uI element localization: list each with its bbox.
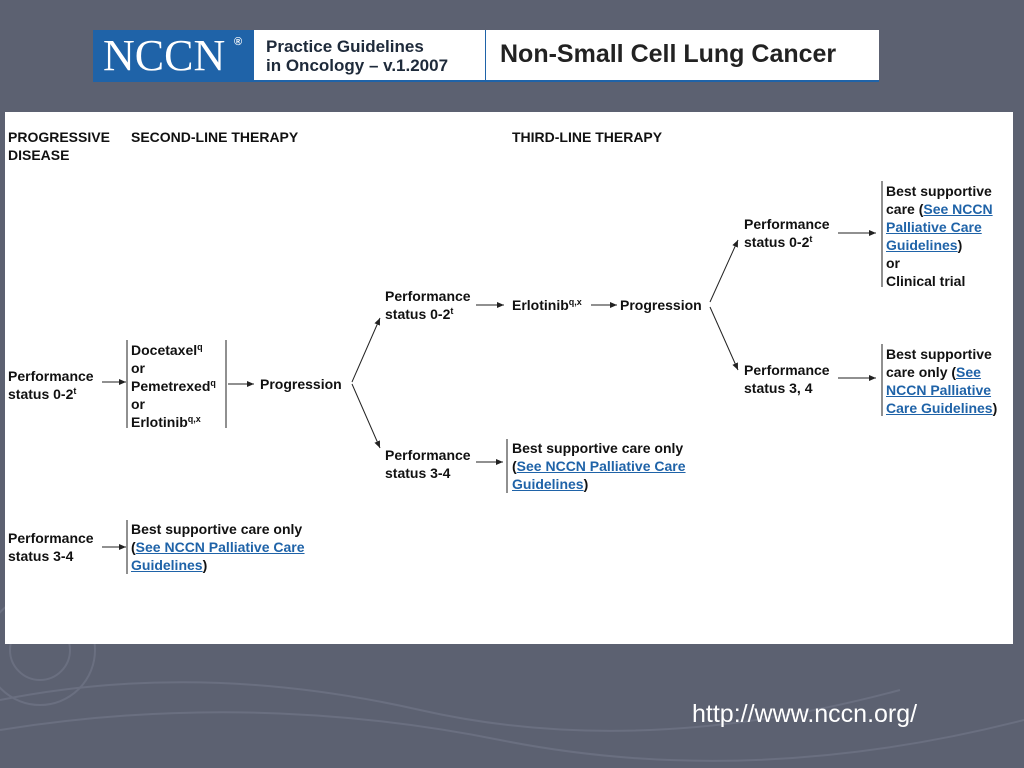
third-erlotinib: Erlotinibq,x — [512, 297, 582, 313]
fourth-ps02-label-a: Performance — [744, 216, 830, 232]
bsc-mid-line2: (See NCCN Palliative Care — [512, 458, 686, 474]
header-progressive: PROGRESSIVE — [8, 129, 110, 145]
header-third-line: THIRD-LINE THERAPY — [512, 129, 663, 145]
drug-pemetrexed: Pemetrexedq — [131, 378, 216, 394]
source-url[interactable]: http://www.nccn.org/ — [692, 700, 918, 728]
logo-text: NCCN — [103, 31, 226, 80]
practice-guidelines-box: Practice Guidelines in Oncology – v.1.20… — [253, 30, 486, 82]
arrow-fork2-up — [709, 239, 739, 303]
bsc-mid-link-b[interactable]: Guidelines — [512, 476, 584, 492]
bsc-right-line2: care only (See — [886, 364, 981, 380]
bsc-bottom-line3: Guidelines) — [131, 557, 208, 573]
bsc-top-link-a[interactable]: See NCCN — [923, 201, 993, 217]
bsc-bottom-link-b[interactable]: Guidelines — [131, 557, 203, 573]
nccn-logo: NCCN ® — [93, 30, 253, 82]
bsc-top-link-c[interactable]: Guidelines — [886, 237, 958, 253]
drug-docetaxel: Docetaxelq — [131, 342, 203, 358]
bsc-right-link-c[interactable]: Care Guidelines — [886, 400, 993, 416]
practice-guidelines-line1: Practice Guidelines — [266, 37, 424, 56]
bsc-right-line1: Best supportive — [886, 346, 992, 362]
arrow-fork-down — [351, 383, 381, 449]
drug-or-1: or — [131, 360, 145, 376]
banner-underline — [93, 80, 879, 82]
bsc-bottom-line1: Best supportive care only — [131, 521, 303, 537]
fourth-ps02-label-b: status 0-2t — [744, 234, 813, 250]
third-ps02-label-b: status 0-2t — [385, 306, 454, 322]
drug-or-2: or — [131, 396, 145, 412]
bsc-bottom-link-a[interactable]: See NCCN Palliative Care — [135, 539, 305, 555]
bottom-ps34-label-b: status 3-4 — [8, 548, 74, 564]
third-ps34-label-b: status 3-4 — [385, 465, 451, 481]
bottom-ps34-label-a: Performance — [8, 530, 94, 546]
arrow-fork2-down — [709, 306, 739, 371]
progression-2: Progression — [620, 297, 702, 313]
flowchart-panel: PROGRESSIVE DISEASE SECOND-LINE THERAPY … — [5, 112, 1013, 644]
third-ps02-label-a: Performance — [385, 288, 471, 304]
bsc-mid-line1: Best supportive care only — [512, 440, 684, 456]
registered-mark: ® — [234, 36, 243, 48]
third-ps34-label-a: Performance — [385, 447, 471, 463]
header-banner: NCCN ® Practice Guidelines in Oncology –… — [93, 30, 879, 82]
fourth-ps34-label-a: Performance — [744, 362, 830, 378]
bsc-mid-line3: Guidelines) — [512, 476, 589, 492]
progression-1: Progression — [260, 376, 342, 392]
fourth-ps34-label-b: status 3, 4 — [744, 380, 813, 396]
flow-lines — [102, 181, 883, 574]
arrow-fork-up — [351, 317, 381, 383]
bsc-top-line4: Guidelines) — [886, 237, 963, 253]
header-second-line: SECOND-LINE THERAPY — [131, 129, 299, 145]
bsc-top-line1: Best supportive — [886, 183, 992, 199]
bsc-right-line4: Care Guidelines) — [886, 400, 998, 416]
header-disease: DISEASE — [8, 147, 70, 163]
ps02-label-a: Performance — [8, 368, 94, 384]
bsc-top-clinical-trial: Clinical trial — [886, 273, 966, 289]
drug-erlotinib: Erlotinibq,x — [131, 414, 201, 430]
bsc-top-or: or — [886, 255, 900, 271]
bsc-bottom-line2: (See NCCN Palliative Care — [131, 539, 305, 555]
ps02-label-b: status 0-2t — [8, 386, 77, 402]
bsc-top-line2: care (See NCCN — [886, 201, 993, 217]
bsc-top-link-b[interactable]: Palliative Care — [886, 219, 982, 235]
banner-title: Non-Small Cell Lung Cancer — [500, 40, 837, 68]
practice-guidelines-line2: in Oncology – v.1.2007 — [266, 56, 449, 75]
bsc-right-link-a[interactable]: See — [956, 364, 981, 380]
bsc-mid-link-a[interactable]: See NCCN Palliative Care — [516, 458, 686, 474]
bsc-right-link-b[interactable]: NCCN Palliative — [886, 382, 992, 398]
